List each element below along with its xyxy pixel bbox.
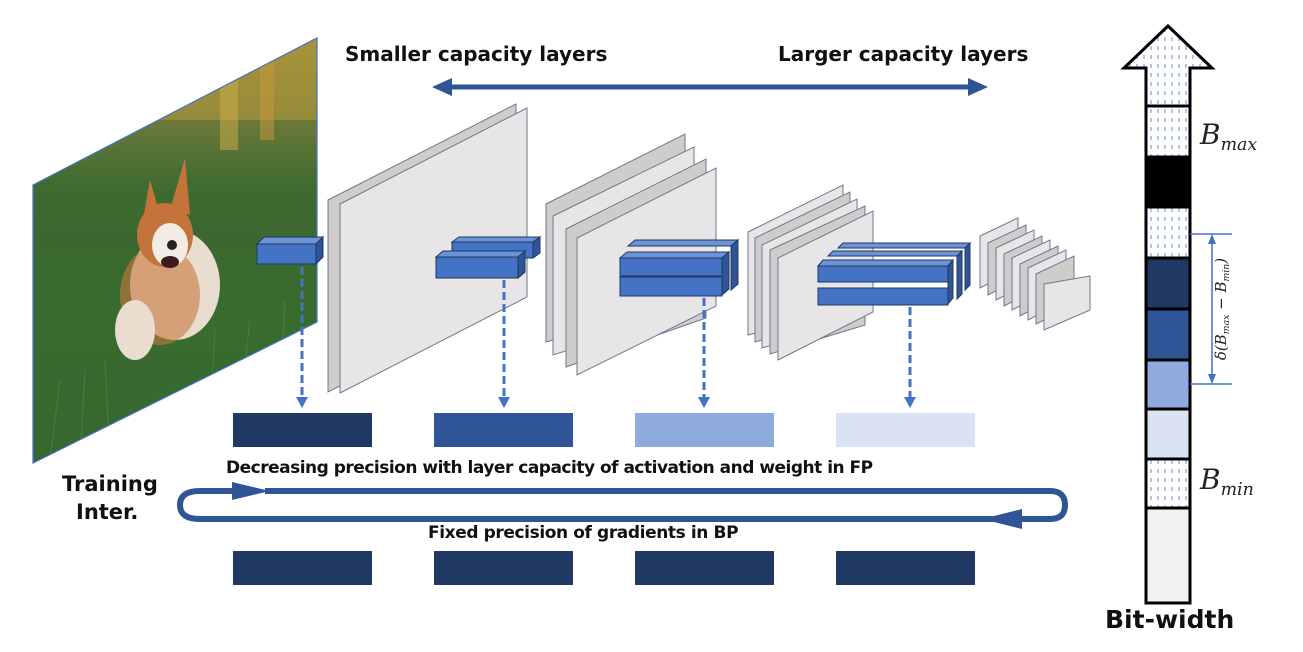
feature-maps-layer-4 <box>979 217 1091 331</box>
dog-figure <box>115 158 220 360</box>
fp-precision-block-3 <box>635 413 774 447</box>
delta-expression: δ(Bmax − Bmin) <box>1212 258 1232 360</box>
bit-segment-1 <box>1144 104 1192 159</box>
bp-precision-block-4 <box>836 551 975 585</box>
fp-precision-blocks <box>233 413 975 447</box>
bp-precision-block-2 <box>434 551 573 585</box>
bit-width-bar <box>1144 104 1192 605</box>
loop-forward-arrowhead <box>232 482 270 500</box>
bit-segment-9 <box>1144 506 1192 605</box>
kernel-block-2 <box>434 236 542 280</box>
bmax-label: Bmax <box>1200 118 1257 156</box>
delta-sub-min: min <box>1221 263 1233 282</box>
bit-segment-8 <box>1144 457 1192 510</box>
bitwidth-label: Bit-width <box>1105 605 1235 634</box>
bmin-label: Bmin <box>1200 463 1254 501</box>
bit-segment-4 <box>1144 256 1192 311</box>
bp-caption: Fixed precision of gradients in BP <box>428 523 739 543</box>
delta-range-dimension <box>1190 233 1232 385</box>
delta-minus: − B <box>1211 281 1230 315</box>
bmin-base: B <box>1200 463 1221 496</box>
smaller-capacity-label: Smaller capacity layers <box>345 42 608 66</box>
loop-arrow-icon <box>176 488 1069 522</box>
bp-precision-blocks <box>233 551 975 585</box>
training-label-line2: Inter. <box>76 500 139 524</box>
bit-segment-7 <box>1144 407 1192 461</box>
larger-capacity-label: Larger capacity layers <box>778 42 1029 66</box>
delta-close: ) <box>1211 257 1230 264</box>
feature-maps-layer-3 <box>747 184 874 361</box>
capacity-double-arrow-icon <box>432 78 988 96</box>
bmin-sub: min <box>1220 480 1254 501</box>
bp-precision-block-1 <box>233 551 372 585</box>
bmax-base: B <box>1200 118 1221 151</box>
bit-segment-2 <box>1144 155 1192 209</box>
feature-maps-layer-1 <box>327 103 528 394</box>
bmax-sub: max <box>1220 135 1258 156</box>
delta-sub-max: max <box>1221 314 1233 335</box>
bit-segment-3 <box>1144 205 1192 260</box>
up-arrow-icon <box>1120 23 1216 110</box>
bit-segment-5 <box>1144 307 1192 362</box>
kernel-block-1 <box>255 235 325 266</box>
dashed-down-arrow-icon <box>300 267 912 398</box>
delta-expr: δ(B <box>1211 334 1230 361</box>
training-label-line1: Training <box>62 472 158 496</box>
kernel-block-3 <box>618 238 740 297</box>
delta-arrowhead-down <box>1208 374 1216 384</box>
fp-caption: Decreasing precision with layer capacity… <box>226 458 873 478</box>
fp-precision-block-1 <box>233 413 372 447</box>
loop-backward-arrowhead <box>982 509 1022 529</box>
bp-precision-block-3 <box>635 551 774 585</box>
fp-precision-block-2 <box>434 413 573 447</box>
dashed-arrowheads <box>296 397 916 408</box>
kernel-block-4 <box>816 241 972 306</box>
bit-segment-6 <box>1144 358 1192 411</box>
delta-arrowhead-up <box>1208 234 1216 244</box>
fp-precision-block-4 <box>836 413 975 447</box>
